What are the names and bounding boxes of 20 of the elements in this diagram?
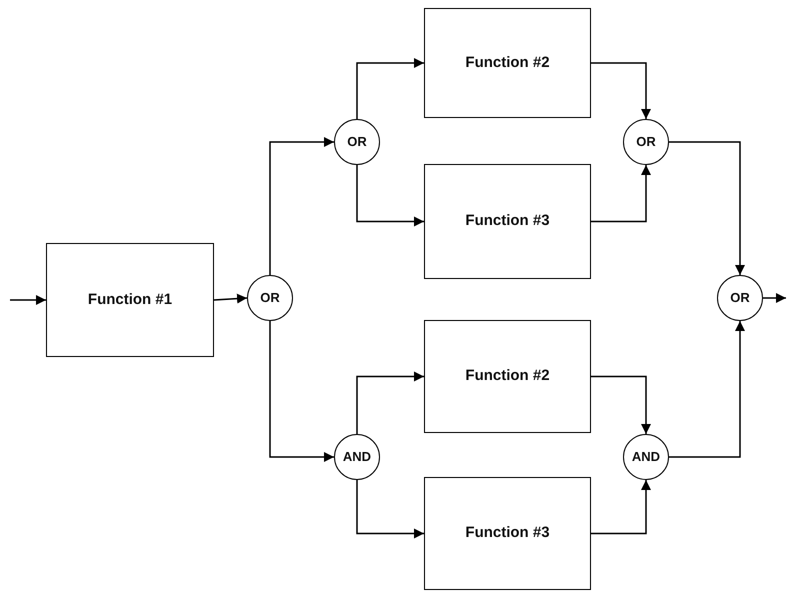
arrow [269,137,334,275]
function-box: Function #3 [424,164,591,279]
arrow [591,62,651,119]
arrow [669,321,745,458]
arrow [591,480,651,534]
arrow [269,321,334,462]
function-box: Function #3 [424,477,591,590]
arrow [356,165,424,226]
arrow [214,294,248,304]
function-box: Function #2 [424,8,591,118]
function-box: Function #1 [46,243,214,357]
arrow [763,293,786,303]
arrow [356,58,424,119]
arrow [356,480,424,538]
arrow [591,165,651,222]
arrow [356,372,424,434]
arrow [591,376,651,434]
function-box: Function #2 [424,320,591,433]
arrow [669,141,745,275]
arrow [10,295,46,305]
